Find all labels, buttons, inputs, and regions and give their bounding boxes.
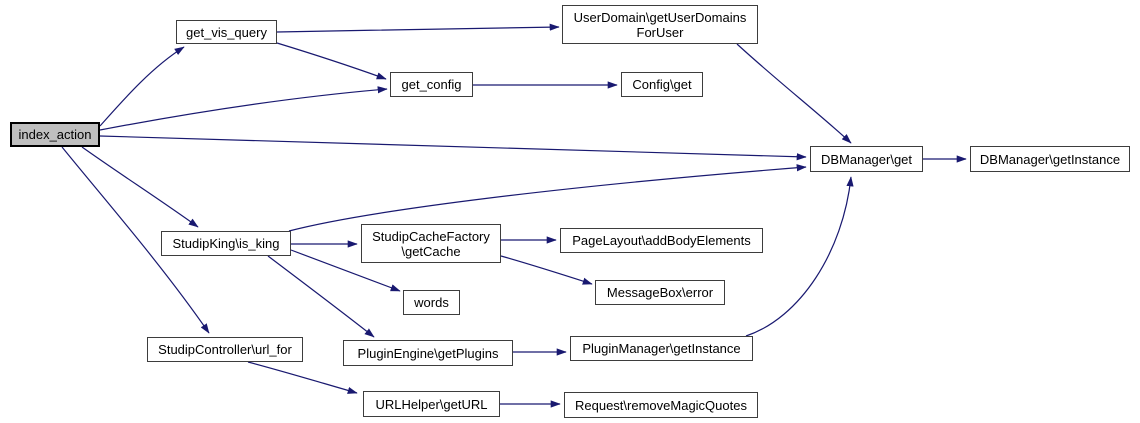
node-is_king[interactable]: StudipKing\is_king <box>161 231 291 256</box>
edge-user_domains_for_user-to-dbmanager_get <box>736 43 852 144</box>
node-get_cache[interactable]: StudipCacheFactory \getCache <box>361 224 501 263</box>
edge-get_cache-to-message_box_error <box>500 255 593 285</box>
node-get_vis_query[interactable]: get_vis_query <box>176 20 277 44</box>
node-message_box_error[interactable]: MessageBox\error <box>595 280 725 305</box>
node-plugin_manager_get_instance[interactable]: PluginManager\getInstance <box>570 336 753 361</box>
edge-index_action-to-dbmanager_get <box>99 135 807 161</box>
node-index_action[interactable]: index_action <box>10 122 100 147</box>
node-dbmanager_get_instance[interactable]: DBManager\getInstance <box>970 146 1130 172</box>
edge-index_action-to-is_king <box>81 146 199 228</box>
edge-index_action-to-url_for <box>61 146 210 334</box>
edge-get_vis_query-to-user_domains_for_user <box>276 23 560 33</box>
edge-url_for-to-get_url <box>247 361 358 394</box>
node-get_config[interactable]: get_config <box>390 72 473 97</box>
node-dbmanager_get[interactable]: DBManager\get <box>810 146 923 172</box>
edge-is_king-to-words <box>290 249 401 292</box>
node-add_body_elements[interactable]: PageLayout\addBodyElements <box>560 228 763 253</box>
node-words[interactable]: words <box>403 290 460 315</box>
edge-index_action-to-get_config <box>99 86 388 131</box>
node-remove_magic_quotes[interactable]: Request\removeMagicQuotes <box>564 392 758 418</box>
edge-index_action-to-get_vis_query <box>99 46 185 127</box>
edge-plugin_manager_get_instance-to-dbmanager_get <box>745 176 854 337</box>
node-get_url[interactable]: URLHelper\getURL <box>363 391 500 417</box>
node-get_plugins[interactable]: PluginEngine\getPlugins <box>343 340 513 366</box>
edge-is_king-to-dbmanager_get <box>288 164 807 232</box>
edge-is_king-to-get_plugins <box>267 255 375 338</box>
node-user_domains_for_user[interactable]: UserDomain\getUserDomains ForUser <box>562 5 758 44</box>
node-url_for[interactable]: StudipController\url_for <box>147 337 303 362</box>
node-config_get[interactable]: Config\get <box>621 72 703 97</box>
edge-get_vis_query-to-get_config <box>276 42 387 80</box>
